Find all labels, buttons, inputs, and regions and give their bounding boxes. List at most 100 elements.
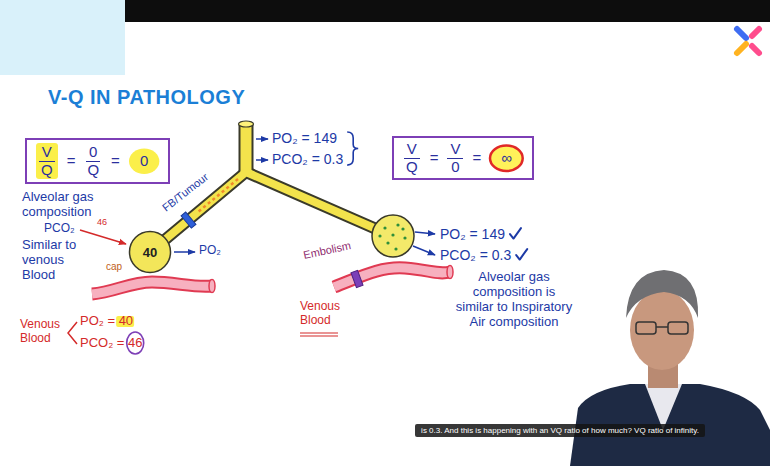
label-holder: Venous Blood [300, 300, 348, 328]
alveolus [372, 215, 414, 257]
fraction-group: VQ [403, 141, 421, 175]
capillary-outline [334, 268, 450, 287]
leader-arrow [256, 138, 268, 140]
fraction-group: ∞ [490, 145, 523, 172]
note-label: cap [106, 261, 122, 273]
label-holder: PO₂ = 40 [80, 314, 133, 329]
label-holder: 46 [97, 217, 107, 227]
fraction-group: = [108, 153, 123, 170]
label-holder: PCO₂ = 0.3 [440, 247, 511, 263]
slide-title: V-Q IN PATHOLOGY [48, 86, 245, 109]
underline [300, 333, 338, 336]
ratio-term: = [427, 150, 442, 167]
alveolus: 40 [128, 230, 172, 274]
ratio-term: 0 [448, 159, 462, 176]
trachea-opening [239, 121, 254, 127]
gas-dot [403, 236, 406, 239]
label-holder: PO₂ = 149 [440, 226, 505, 242]
gas-dot [394, 247, 397, 250]
alveolus-outline [130, 232, 171, 273]
note-label: PCO₂ = 46 [80, 336, 143, 351]
capillary-end [447, 266, 453, 279]
leader-arrow [80, 230, 126, 244]
ratio-term: = [108, 153, 123, 170]
label-holder: Similar to venous Blood [22, 238, 94, 283]
check-mark [516, 249, 527, 260]
presenter-hair [626, 270, 698, 318]
fraction-group: = [427, 150, 442, 167]
embolus-block [351, 270, 363, 287]
label-holder: Embolism [302, 239, 352, 261]
note-label: 46 [97, 217, 107, 227]
leader-arrow [413, 246, 435, 255]
ratio-term: 0 [137, 153, 151, 170]
logo-stroke [737, 29, 746, 38]
ratio-term: Q [403, 159, 421, 176]
logo-stroke [737, 44, 746, 53]
leader-arrow [415, 232, 435, 234]
label-holder: PCO₂ = 46 [80, 336, 143, 351]
capillary-end [209, 280, 215, 293]
logo-stroke [752, 46, 759, 53]
note-label: Venous Blood [20, 318, 68, 346]
gas-value: 40 [143, 245, 157, 260]
logo-stroke [752, 29, 759, 36]
note-label: PO₂ = 40 [80, 314, 133, 329]
top-bar [125, 0, 770, 22]
capillary-outline [92, 282, 212, 294]
capillary-lumen [92, 282, 212, 294]
bracket [68, 322, 77, 344]
gas-dot [383, 226, 386, 229]
gas-dot [401, 227, 404, 230]
presenter-face [630, 290, 694, 370]
fraction-group: = [469, 150, 484, 167]
label-holder: Venous Blood [20, 318, 68, 346]
label-holder: cap [106, 261, 122, 273]
note-label: PO₂ = 149 [272, 130, 337, 146]
fraction-group: V0 [447, 141, 463, 175]
ratio-box: VQ=V0=∞ [392, 136, 534, 180]
gas-dot [386, 241, 389, 244]
ratio-term: = [469, 150, 484, 167]
ratio-term: V [404, 141, 420, 159]
note-label: Venous Blood [300, 300, 348, 328]
label-holder: PO₂ = 149 [272, 130, 337, 146]
caption-bar: is 0.3. And this is happening with an VQ… [415, 424, 705, 437]
ratio-term: ∞ [498, 150, 515, 167]
label-holder: Alveolar gas composition is similar to I… [455, 270, 573, 330]
presenter-glasses [636, 322, 656, 334]
highlight-ring [129, 148, 159, 173]
note-label: PO₂ [199, 244, 221, 258]
title-holder: V-Q IN PATHOLOGY [48, 86, 245, 109]
note-label: PCO₂ = 0.3 [272, 151, 343, 167]
highlight-ring [490, 145, 523, 170]
fraction-group: 0Q [84, 144, 102, 178]
presenter-glasses [668, 322, 688, 334]
ratio-term: = [64, 153, 79, 170]
note-label: Similar to venous Blood [22, 238, 94, 283]
note-label: Embolism [302, 239, 352, 261]
ratio-term: V [447, 141, 463, 159]
note-label: Alveolar gas composition [22, 190, 122, 220]
gas-dot [396, 223, 399, 226]
presenter-glasses [656, 326, 668, 328]
ratio-box: VQ=0Q=0 [25, 138, 170, 184]
check-mark [510, 228, 521, 239]
note-label: Alveolar gas composition is similar to I… [455, 270, 573, 330]
brace [347, 132, 358, 165]
corner-band [0, 0, 125, 75]
subtitle-text: is 0.3. And this is happening with an VQ… [421, 426, 699, 435]
label-holder: PCO₂ = 0.3 [272, 151, 343, 167]
fraction-group: = [64, 153, 79, 170]
note-label: PCO₂ [44, 222, 75, 236]
obstruction-block [181, 212, 196, 228]
leader-arrow [174, 251, 195, 253]
label-holder: PO₂ [199, 244, 221, 258]
trachea-outline [239, 124, 254, 174]
capillary-lumen [334, 268, 450, 287]
note-label: PO₂ = 149 [440, 226, 505, 242]
fraction-group: 0 [129, 148, 159, 175]
label-holder: PCO₂ [44, 222, 75, 236]
